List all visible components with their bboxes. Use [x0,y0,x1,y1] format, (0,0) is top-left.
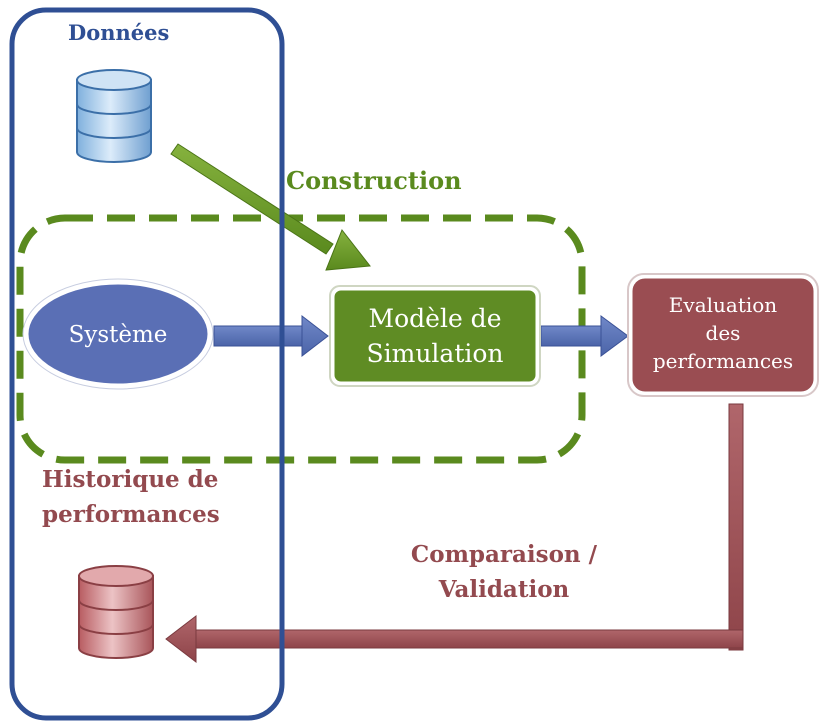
donnees-frame [9,7,285,721]
evaluation-label-line3: performances [653,349,793,373]
modele-label-line1: Modèle de [369,304,502,333]
modele-simulation-node [331,287,539,385]
modele-to-evaluation-arrow [540,315,629,357]
historique-label-line2: performances [42,501,220,528]
historique-label-line1: Historique de [42,466,219,493]
construction-arrow [170,143,371,271]
systeme-to-modele-arrow [213,314,329,358]
systeme-node [23,279,213,389]
comparaison-label-line2: Validation [438,576,570,603]
comparaison-validation-arrow [165,403,744,664]
model-boundary [16,214,586,464]
donnees-database-icon [76,69,152,163]
construction-label: Construction [286,166,462,195]
comparaison-label-line1: Comparaison / [410,541,598,568]
evaluation-node [629,275,817,395]
historique-database-icon [78,565,154,659]
systeme-label: Système [69,322,168,348]
evaluation-label-line2: des [706,321,741,345]
donnees-label: Données [68,20,170,45]
evaluation-label-line1: Evaluation [669,293,777,317]
modele-label-line2: Simulation [366,339,503,368]
